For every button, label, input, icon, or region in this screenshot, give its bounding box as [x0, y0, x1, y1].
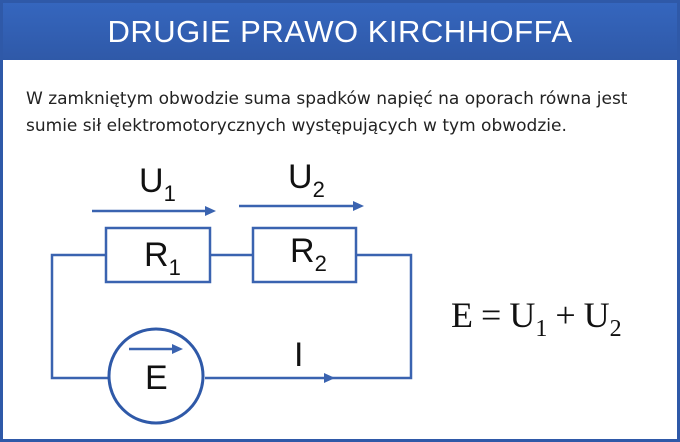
label-r2: R2 — [290, 232, 327, 276]
law-description: W zamkniętym obwodzie suma spadków napię… — [26, 86, 656, 140]
arrow-head — [353, 201, 364, 211]
description-line-1: W zamkniętym obwodzie suma spadków napię… — [26, 89, 628, 109]
label-u1: U1 — [139, 162, 176, 206]
arrow-head — [324, 373, 335, 383]
voltage-arrow-u1 — [92, 206, 216, 216]
kirchhoff-formula: E=U1+U2 — [451, 295, 622, 342]
arrow-head — [172, 344, 183, 354]
label-u2: U2 — [288, 158, 325, 202]
wire-right-bottom — [205, 253, 413, 380]
emf-arrow — [129, 344, 183, 354]
label-current: I — [294, 336, 303, 374]
arrow-head — [205, 206, 216, 216]
voltage-source-circle — [107, 327, 205, 425]
current-arrow — [324, 373, 335, 383]
resistor-r2 — [251, 226, 358, 284]
title-bar: DRUGIE PRAWO KIRCHHOFFA — [3, 3, 677, 60]
resistor-r1 — [104, 226, 212, 284]
label-e: E — [145, 359, 168, 397]
label-r1: R1 — [144, 236, 181, 280]
voltage-arrow-u2 — [239, 201, 364, 211]
slide-title: DRUGIE PRAWO KIRCHHOFFA — [107, 13, 573, 49]
wire-left-bottom — [50, 253, 108, 380]
circuit-wires — [50, 253, 413, 380]
description-line-2: sumie sił elektromotorycznych występując… — [26, 116, 567, 136]
